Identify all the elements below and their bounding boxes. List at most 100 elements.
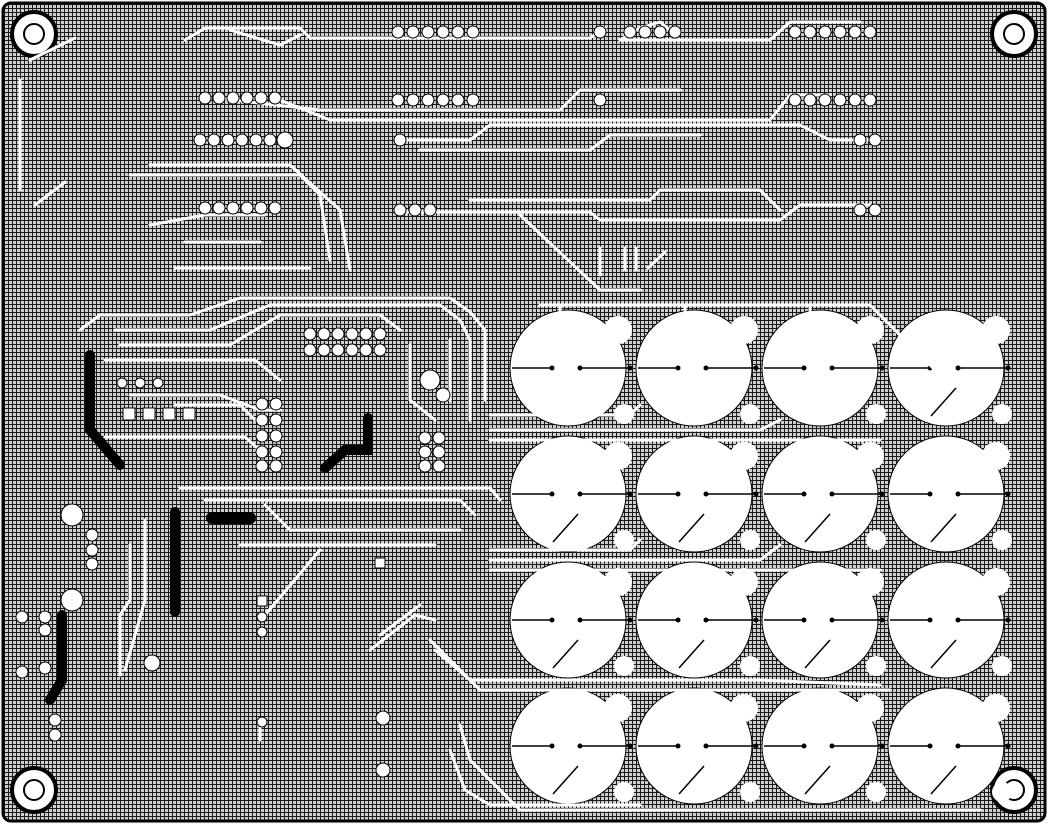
trace-top-6 [278,93,832,122]
through-hole-pad [226,201,240,215]
through-hole-pad [451,25,465,39]
through-hole-pad [359,343,373,357]
square-pad [374,557,386,569]
through-hole-pad [853,133,867,147]
through-hole-pad [638,25,652,39]
through-hole-pad [418,431,432,445]
through-hole-pad [406,93,420,107]
trace-mid-10 [123,518,147,672]
through-hole-pad [788,93,802,107]
button-pad-r3-c2 [635,561,760,679]
square-pad [142,407,156,421]
trace-top-15 [33,180,67,207]
trace-top-5 [213,88,682,112]
trace-mid-17 [448,748,642,807]
through-hole-pad [38,623,52,637]
through-hole-pad [863,25,877,39]
through-hole-pad [421,93,435,107]
through-hole-pad [432,431,446,445]
through-hole-pad [432,445,446,459]
through-hole-pad [317,343,331,357]
through-hole-pad [421,25,435,39]
through-hole-pad [803,25,817,39]
through-hole-pad [345,343,359,357]
button-pad-r2-c3 [761,435,886,553]
through-hole-pad [48,713,62,727]
through-hole-pad [207,133,221,147]
through-hole-pad [393,203,407,217]
fill-left-bar [85,350,125,470]
trace-top-2 [228,28,302,47]
through-hole-pad [653,25,667,39]
through-hole-pad [38,661,52,675]
black-fills [45,350,373,705]
through-hole-pad [668,25,682,39]
through-hole-pad [116,377,128,389]
trace-mid-25 [488,543,782,562]
button-pad-r4-c1 [509,687,634,805]
through-hole-pad [198,91,212,105]
trace-mid-2 [128,393,282,412]
trace-mid-7 [263,503,462,532]
through-hole-pad [303,327,317,341]
through-hole-pad [269,397,283,411]
through-hole-pad [240,201,254,215]
through-hole-pad [833,25,847,39]
through-hole-pad [863,93,877,107]
trace-top-14 [28,36,77,62]
through-hole-pad [406,25,420,39]
through-hole-pad [235,133,249,147]
through-hole-pad [255,445,269,459]
through-hole-pad [803,93,817,107]
through-hole-pad [818,93,832,107]
trace-top-11 [398,203,872,222]
through-hole-pad [60,588,84,612]
through-hole-pad [255,459,269,473]
through-hole-pad [255,429,269,443]
trace-top-10 [148,163,352,272]
trace-mid-9 [263,548,322,617]
through-hole-pad [256,626,268,638]
through-hole-pad [269,459,283,473]
trace-mid-11 [118,543,132,677]
trace-top-7 [398,123,872,142]
trace-mid-19 [408,343,437,422]
through-hole-pad [818,25,832,39]
trace-top-29 [646,250,667,270]
through-hole-pad [212,91,226,105]
through-hole-pad [788,25,802,39]
through-hole-pad [848,25,862,39]
through-hole-pad [848,93,862,107]
button-pad-r2-c1 [509,435,634,553]
trace-top-8 [418,133,702,152]
through-hole-pad [85,528,99,542]
through-hole-pad [221,133,235,147]
through-hole-pad [451,93,465,107]
fill-center-bar [320,413,373,473]
through-hole-pad [418,459,432,473]
through-hole-pad [255,397,269,411]
square-pad [256,595,268,607]
square-pad [122,407,136,421]
trace-mid-16 [458,723,982,812]
through-hole-pad [466,25,480,39]
mounting-hole-top-right [990,10,1038,58]
trace-mid-14 [428,638,892,692]
trace-top-12 [468,188,782,212]
through-hole-pad [152,377,164,389]
through-hole-pad [466,93,480,107]
through-hole-pad [254,91,268,105]
through-hole-pad [359,327,373,341]
through-hole-pad [240,91,254,105]
through-hole-pad [391,93,405,107]
through-hole-pad [15,610,29,624]
square-pad [182,407,196,421]
through-hole-pad [345,327,359,341]
through-hole-pad [255,413,269,427]
square-pad [162,407,176,421]
through-hole-pad [593,25,607,39]
through-hole-pad [623,25,637,39]
through-hole-pad [435,387,451,403]
through-hole-pad [85,543,99,557]
trace-mid-12 [368,613,437,652]
